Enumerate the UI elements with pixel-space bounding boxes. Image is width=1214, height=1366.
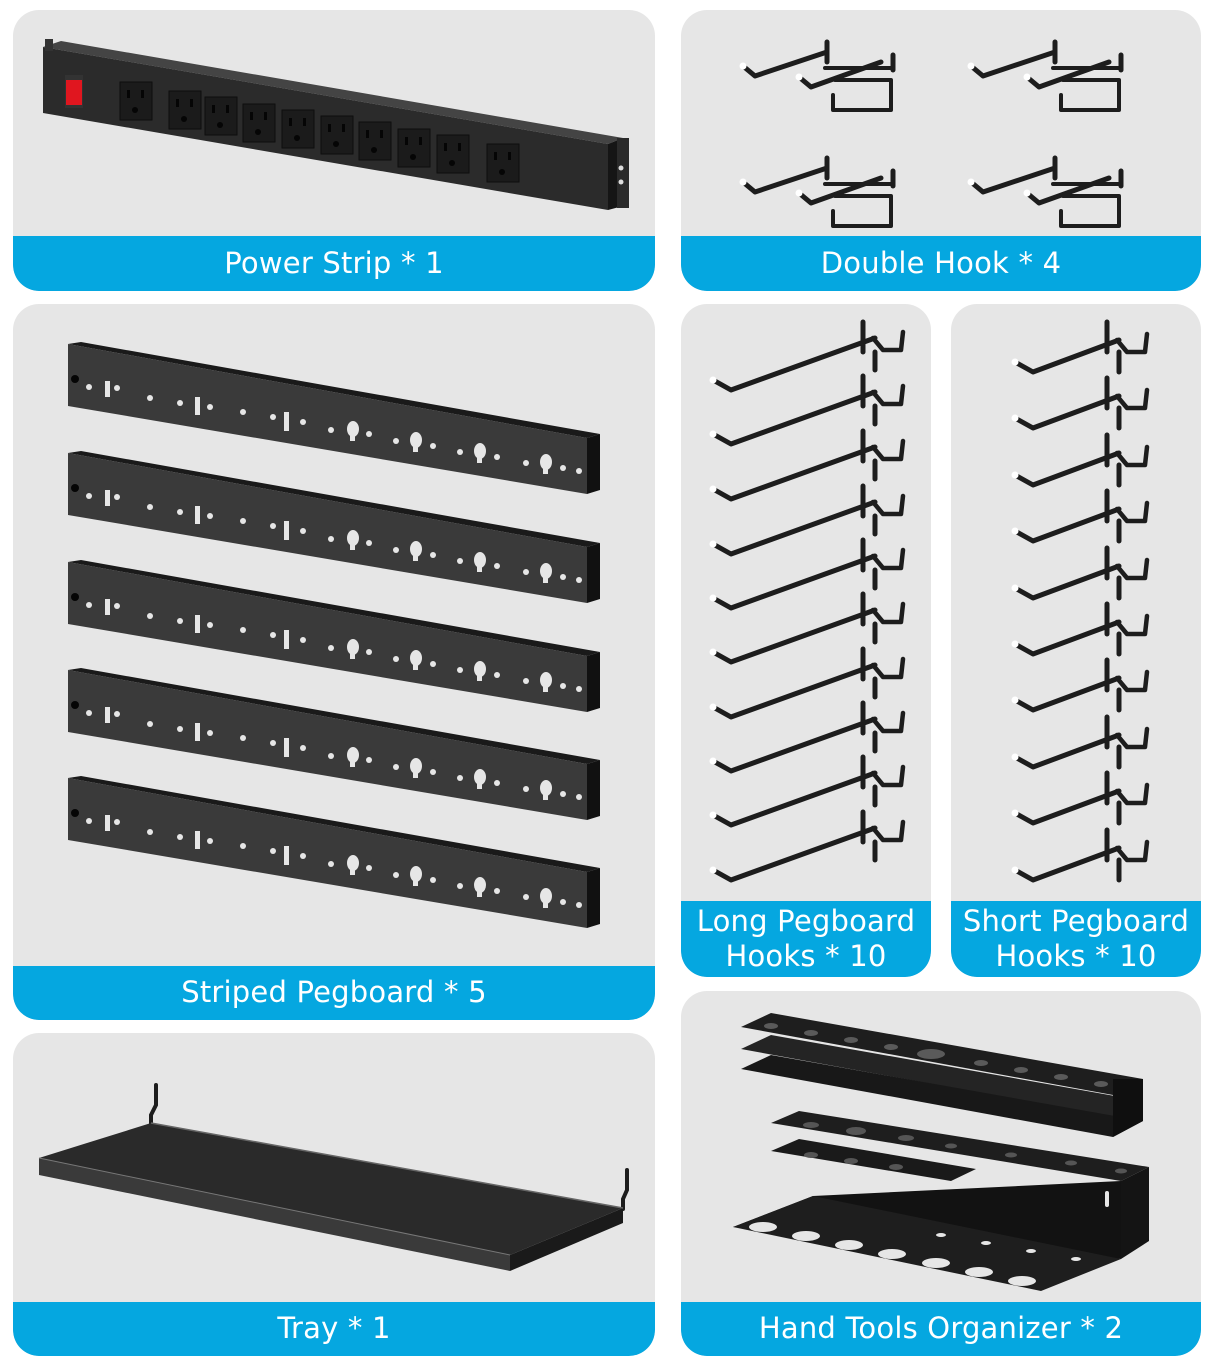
- power-strip-icon: [13, 10, 655, 238]
- label-short-pegboard-hooks: Short Pegboard Hooks * 10: [951, 901, 1201, 977]
- double-hook-icon: [681, 10, 1201, 236]
- card-short-pegboard-hooks: Short Pegboard Hooks * 10: [951, 304, 1201, 977]
- label-text-line-1: Short Pegboard: [962, 903, 1190, 938]
- label-double-hook: Double Hook * 4: [681, 236, 1201, 291]
- label-power-strip: Power Strip * 1: [13, 236, 655, 291]
- label-text: Tray * 1: [277, 1311, 391, 1346]
- label-text: Double Hook * 4: [820, 245, 1062, 280]
- label-tray: Tray * 1: [13, 1302, 655, 1356]
- label-hand-tools-organizer: Hand Tools Organizer * 2: [681, 1302, 1201, 1356]
- label-striped-pegboard: Striped Pegboard * 5: [13, 966, 655, 1020]
- card-double-hook: Double Hook * 4: [681, 10, 1201, 291]
- short-hook-icon: [951, 304, 1201, 894]
- tool-organizer-icon: [681, 991, 1201, 1303]
- tray-icon: [13, 1033, 655, 1303]
- label-text-line-2: Hooks * 10: [995, 939, 1157, 973]
- card-striped-pegboard: Striped Pegboard * 5: [13, 304, 655, 1020]
- card-hand-tools-organizer: Hand Tools Organizer * 2: [681, 991, 1201, 1356]
- label-text-line-2: Hooks * 10: [725, 939, 887, 973]
- card-power-strip: Power Strip * 1: [13, 10, 655, 291]
- label-text: Power Strip * 1: [224, 245, 444, 280]
- label-long-pegboard-hooks: Long Pegboard Hooks * 10: [681, 901, 931, 977]
- card-tray: Tray * 1: [13, 1033, 655, 1356]
- label-text: Striped Pegboard * 5: [181, 975, 487, 1010]
- long-hook-icon: [681, 304, 931, 894]
- label-text: Hand Tools Organizer * 2: [758, 1311, 1124, 1346]
- pegboard-strip-icon: [13, 304, 655, 964]
- card-long-pegboard-hooks: Long Pegboard Hooks * 10: [681, 304, 931, 977]
- label-text-line-1: Long Pegboard: [696, 903, 916, 938]
